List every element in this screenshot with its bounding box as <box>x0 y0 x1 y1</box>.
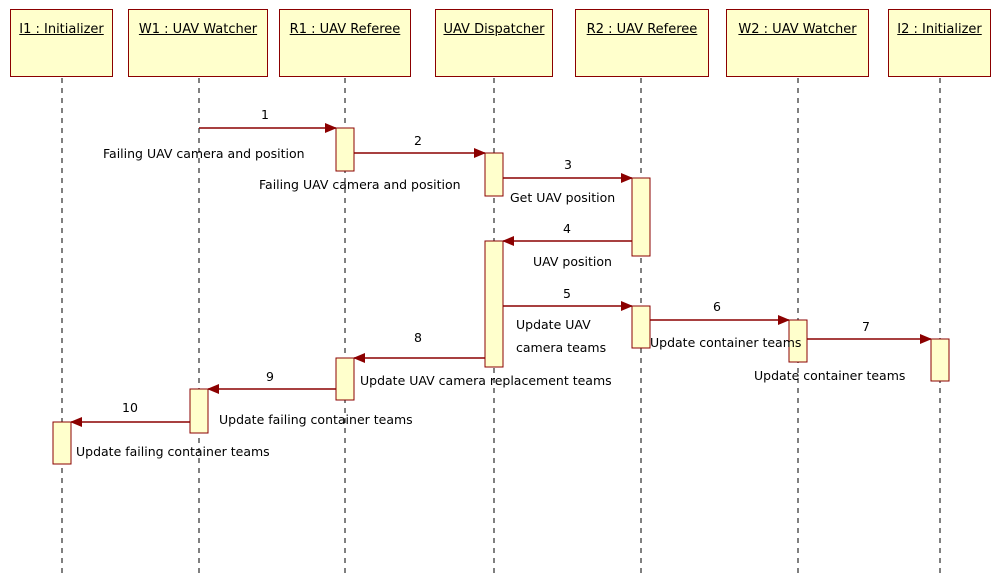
activation-3 <box>631 177 651 257</box>
message-label-7: Update container teams <box>754 368 905 383</box>
message-number-10: 10 <box>122 400 138 415</box>
activation-1 <box>335 127 355 172</box>
activation-8 <box>335 357 355 401</box>
message-number-2: 2 <box>414 133 422 148</box>
message-label-10: Update failing container teams <box>76 444 270 459</box>
activation-9 <box>189 388 209 434</box>
activation-5 <box>631 305 651 349</box>
activation-6 <box>788 319 808 363</box>
message-label-8: Update UAV camera replacement teams <box>360 373 612 388</box>
lifeline-head-r1: R1 : UAV Referee <box>279 9 411 77</box>
activation-4 <box>484 240 504 368</box>
lifeline-head-w1: W1 : UAV Watcher <box>128 9 268 77</box>
message-label-1: Failing UAV camera and position <box>103 146 305 161</box>
message-number-6: 6 <box>713 299 721 314</box>
message-number-9: 9 <box>266 369 274 384</box>
activation-2 <box>484 152 504 197</box>
lifeline-head-i2: I2 : Initializer <box>888 9 991 77</box>
message-number-7: 7 <box>862 319 870 334</box>
message-number-5: 5 <box>563 286 571 301</box>
activation-10 <box>52 421 72 465</box>
message-label-9: Update failing container teams <box>219 412 413 427</box>
message-label-4: UAV position <box>533 254 612 269</box>
message-number-1: 1 <box>261 107 269 122</box>
message-label-6: Update container teams <box>650 335 801 350</box>
lifeline-head-d: UAV Dispatcher <box>435 9 553 77</box>
activation-7 <box>930 338 950 382</box>
message-number-4: 4 <box>563 221 571 236</box>
message-number-8: 8 <box>414 330 422 345</box>
message-number-3: 3 <box>564 157 572 172</box>
lifeline-head-w2: W2 : UAV Watcher <box>726 9 869 77</box>
lifeline-head-r2: R2 : UAV Referee <box>575 9 709 77</box>
message-label-3: Get UAV position <box>510 190 615 205</box>
message-label-2: Failing UAV camera and position <box>259 177 461 192</box>
lifeline-head-i1: I1 : Initializer <box>10 9 113 77</box>
